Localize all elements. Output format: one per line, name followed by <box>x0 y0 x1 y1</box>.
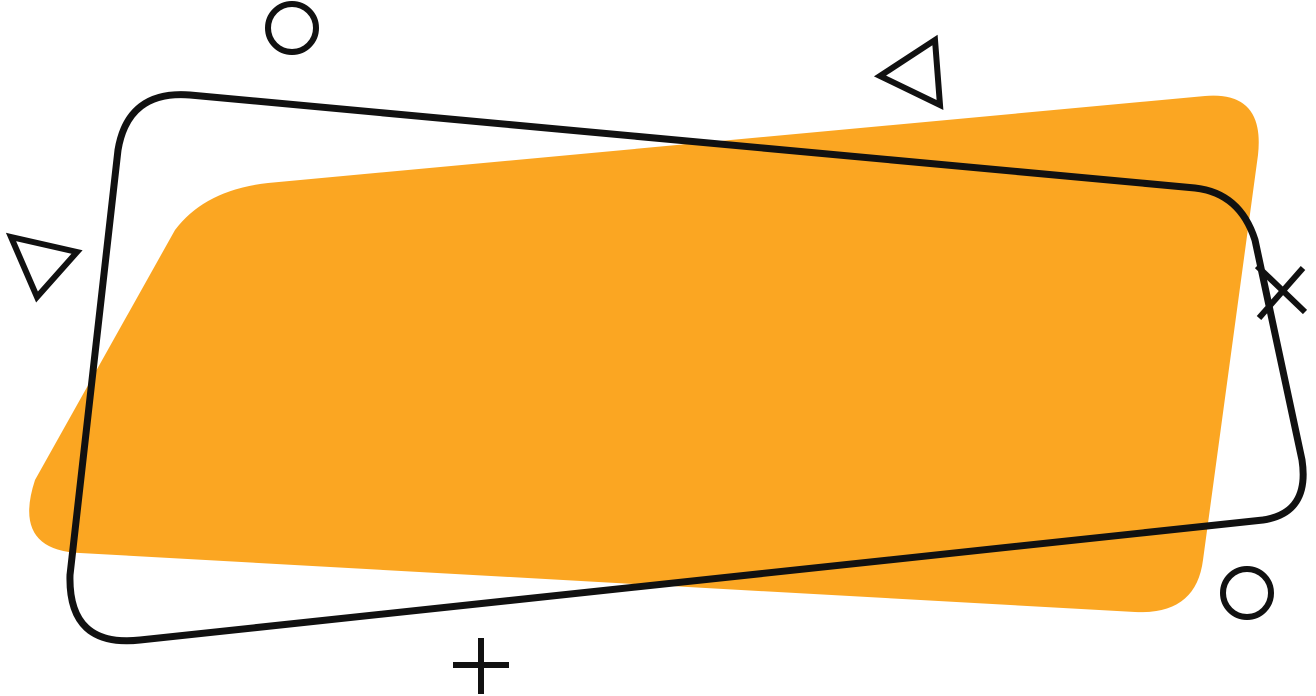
plus-icon <box>453 638 509 694</box>
triangle-icon <box>873 34 944 110</box>
x-mark-icon <box>1254 263 1308 320</box>
triangle-icon <box>5 232 83 303</box>
circle-icon <box>1220 566 1274 620</box>
circle-icon <box>265 1 319 55</box>
black-outline-frame <box>66 91 1307 645</box>
orange-banner-shape <box>29 95 1259 613</box>
